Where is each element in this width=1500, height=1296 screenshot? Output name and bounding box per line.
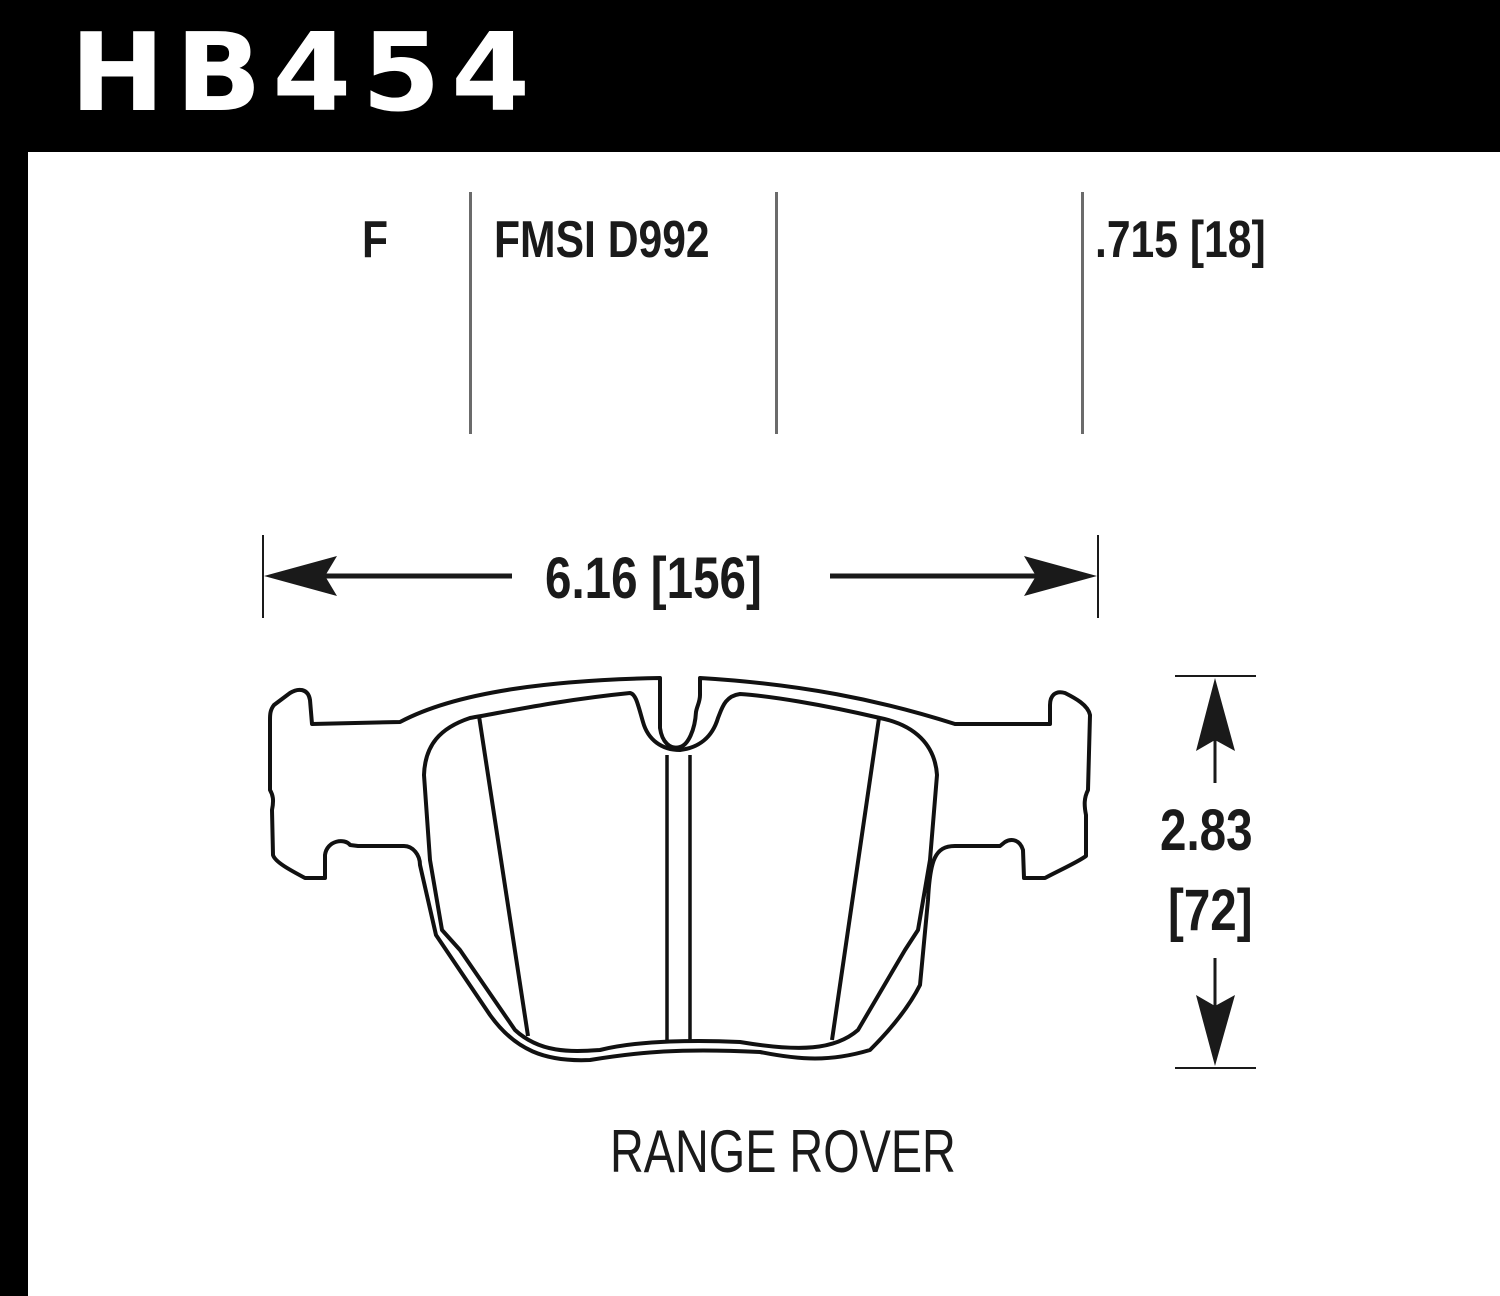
chamfer-line-left <box>477 715 530 1037</box>
width-dimension-label: 6.16 [156] <box>545 546 762 611</box>
header-band <box>0 0 1500 152</box>
chamfer-line-right <box>830 717 881 1041</box>
fmsi-number: FMSI D992 <box>494 211 710 269</box>
part-number-title: HB454 <box>70 11 541 136</box>
divider-2 <box>775 192 778 434</box>
thickness-value: .715 [18] <box>1095 211 1266 269</box>
divider-1 <box>469 192 472 434</box>
vehicle-application-label: RANGE ROVER <box>610 1118 956 1185</box>
divider-3 <box>1081 192 1084 434</box>
height-dimension-inches: 2.83 <box>1160 798 1253 863</box>
position-label: F <box>362 211 389 269</box>
height-dimension-arrow <box>1175 675 1256 1069</box>
backing-plate-outline <box>268 676 1092 1063</box>
friction-pad-outline <box>422 691 939 1053</box>
left-border-strip <box>0 0 28 1296</box>
height-dimension-mm: [72] <box>1168 878 1253 943</box>
width-dimension-arrow <box>262 535 1099 618</box>
